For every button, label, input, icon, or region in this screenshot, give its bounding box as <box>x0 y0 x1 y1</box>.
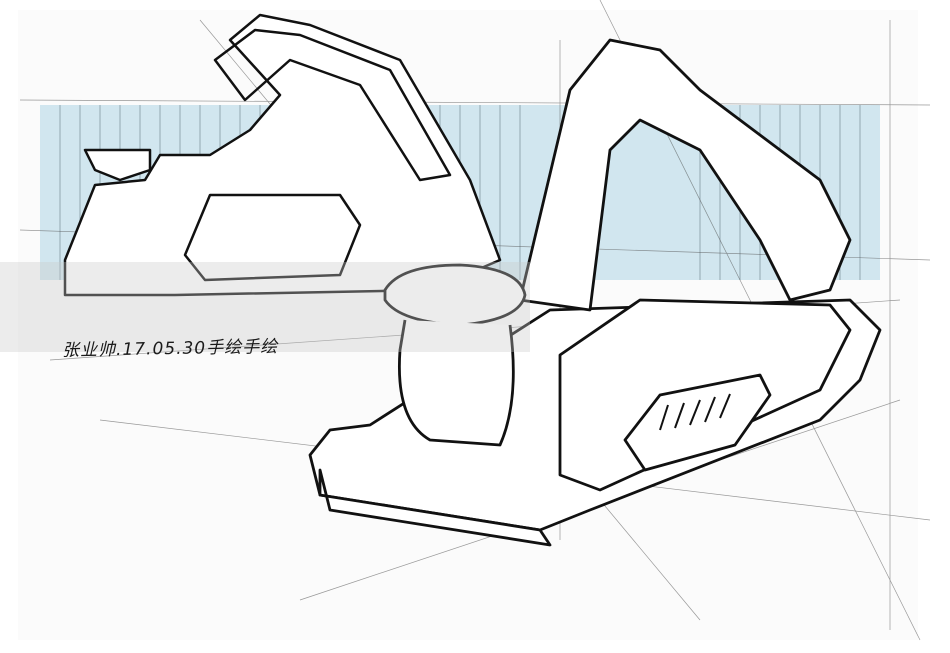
sketch-signature-caption: 张业帅.17.05.30手绘手绘 <box>61 337 279 361</box>
front-planer-3q-view <box>308 38 882 547</box>
vent-slots <box>659 393 731 431</box>
rear-planer-side-view <box>63 13 502 297</box>
watermark-band <box>0 262 530 352</box>
